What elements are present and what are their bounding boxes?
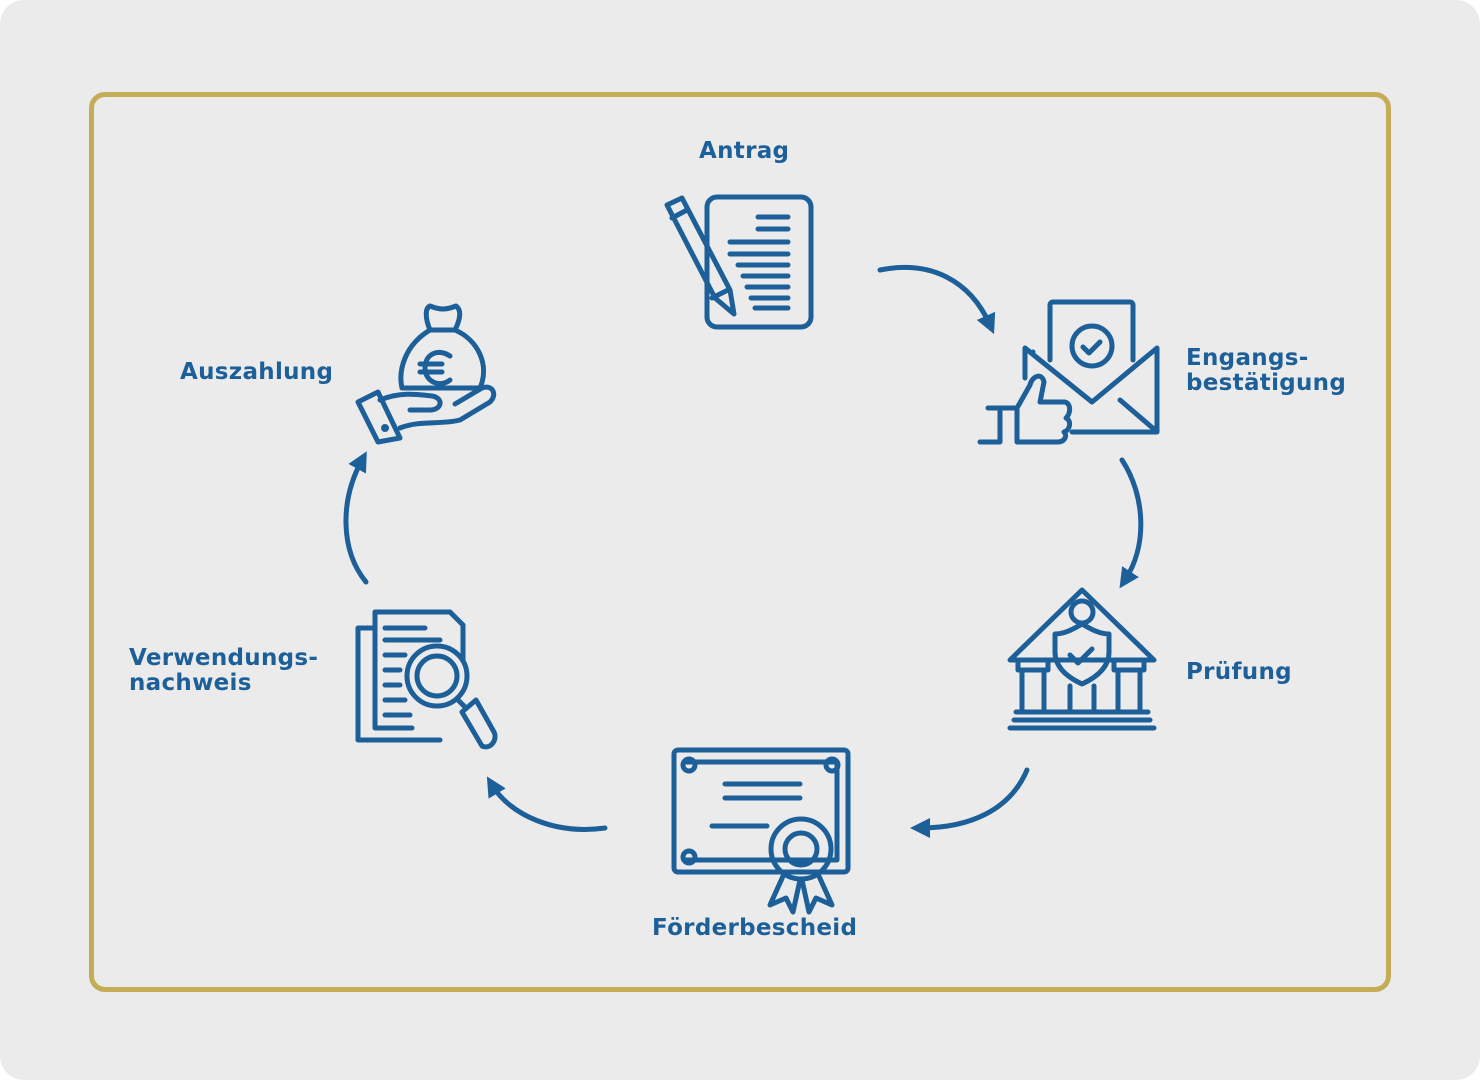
step-label-eingang: Engangs- bestätigung	[1186, 346, 1346, 396]
step-label-line: bestätigung	[1186, 370, 1347, 396]
arrow-bescheid-to-nachweis	[486, 776, 608, 832]
hand-money-bag-icon	[355, 303, 497, 445]
step-label-pruefung: Prüfung	[1186, 659, 1292, 685]
step-label-foerderbescheid: Förderbescheid	[652, 915, 858, 941]
arrow-nachweis-to-auszahlung	[343, 451, 369, 585]
step-label-antrag: Antrag	[699, 138, 790, 164]
step-label-auszahlung: Auszahlung	[180, 359, 334, 385]
step-label-line: nachweis	[129, 670, 252, 696]
building-shield-icon	[1007, 587, 1157, 731]
document-magnifier-icon	[355, 609, 498, 750]
document-pen-icon	[664, 194, 814, 330]
envelope-thumbs-up-icon	[977, 299, 1160, 445]
arrow-pruefung-to-bescheid	[910, 767, 1030, 838]
step-label-line: Verwendungs-	[129, 645, 319, 671]
arrow-antrag-to-eingang	[877, 264, 996, 335]
diagram-frame	[89, 92, 1391, 992]
step-label-line: Engangs-	[1186, 345, 1309, 371]
arrow-eingang-to-pruefung	[1119, 457, 1144, 589]
certificate-icon	[671, 747, 851, 915]
step-label-verwendungsnachweis: Verwendungs- nachweis	[129, 646, 318, 696]
